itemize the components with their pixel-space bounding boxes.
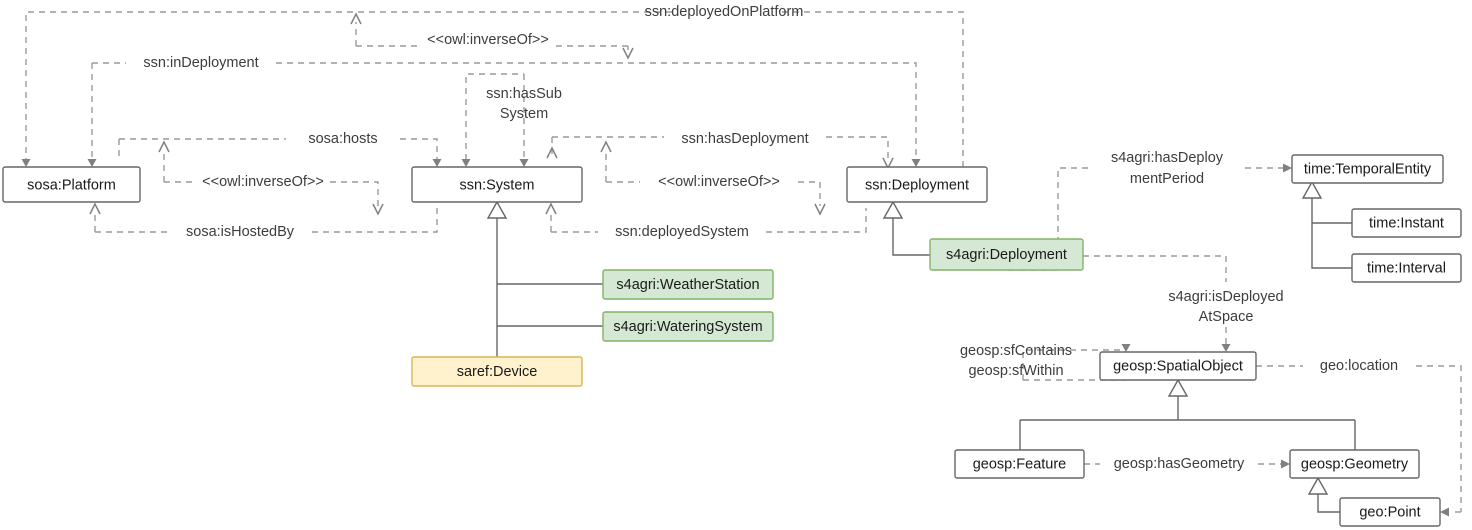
generalization-geometry-point [1307,476,1340,513]
node-geo-point[interactable]: geo:Point [1339,497,1441,527]
node-time-instant[interactable]: time:Instant [1351,208,1462,238]
edge-owl-inverseOf-top [350,12,634,60]
node-label-sosa-platform: sosa:Platform [27,177,116,193]
edge-geosp-sfContains-sfWithin [1022,344,1131,381]
edge-owl-inverseOf-left [158,140,384,216]
edge-s4agri-isDeployedAtSpace [1083,255,1231,352]
edge-owl-inverseOf-right [600,140,826,216]
edge-label-geosp-sfwithin: geosp:sfWithin [968,363,1063,379]
node-geosp-geometry[interactable]: geosp:Geometry [1289,449,1420,479]
edge-label-geosp-sfcontains: geosp:sfContains [960,343,1072,359]
edge-label-ssn-hasdeployment: ssn:hasDeployment [681,131,808,147]
edge-ssn-deployedSystem [545,202,867,233]
edge-label-geosp-hasgeometry: geosp:hasGeometry [1114,456,1245,472]
node-time-temporalentity[interactable]: time:TemporalEntity [1291,154,1444,184]
edge-label-owl-inverseof-right: <<owl:inverseOf>> [658,174,780,190]
node-s4agri-weatherstation[interactable]: s4agri:WeatherStation [602,269,774,300]
generalization-temporalentity [1301,180,1352,269]
edge-label-ssn-deployedonplatform: ssn:deployedOnPlatform [645,4,804,20]
edge-label-ssn-hassubsystem-line1: ssn:hasSub [486,86,562,102]
edge-label-s4agri-hasdeploymentperiod-line1: s4agri:hasDeploy [1111,150,1224,166]
node-label-saref-device: saref:Device [457,364,538,380]
edge-geo-location [1256,365,1462,517]
node-ssn-system[interactable]: ssn:System [411,166,583,203]
node-geosp-feature[interactable]: geosp:Feature [954,449,1085,479]
edge-sosa-hosts [118,138,442,167]
edge-sosa-isHostedBy [89,202,438,233]
node-s4agri-deployment[interactable]: s4agri:Deployment [929,238,1084,271]
node-label-geosp-feature: geosp:Feature [973,456,1067,472]
edge-label-s4agri-isdeployedatspace-line2: AtSpace [1199,309,1254,325]
node-saref-device[interactable]: saref:Device [411,356,583,387]
edge-label-ssn-deployedsystem: ssn:deployedSystem [615,224,749,240]
node-label-time-interval: time:Interval [1367,260,1446,276]
node-label-s4agri-deployment: s4agri:Deployment [946,247,1067,263]
edge-label-owl-inverseof-left: <<owl:inverseOf>> [202,174,324,190]
edge-ssn-deployedOnPlatform [21,11,964,167]
node-label-time-temporalentity: time:TemporalEntity [1304,161,1432,177]
node-time-interval[interactable]: time:Interval [1351,253,1462,283]
edge-geosp-hasGeometry [1084,459,1290,469]
node-s4agri-wateringsystem[interactable]: s4agri:WateringSystem [602,311,774,342]
generalization-system-device [486,200,603,371]
node-label-s4agri-weatherstation: s4agri:WeatherStation [616,277,759,293]
node-label-ssn-system: ssn:System [460,177,535,193]
edge-ssn-hasSubSystem [461,73,529,167]
edge-label-ssn-hassubsystem-line2: System [500,106,548,122]
node-label-geosp-spatialobject: geosp:SpatialObject [1113,358,1243,374]
node-label-time-instant: time:Instant [1369,215,1444,231]
edge-label-s4agri-isdeployedatspace-line1: s4agri:isDeployed [1168,289,1283,305]
edge-label-s4agri-hasdeploymentperiod-line2: mentPeriod [1130,171,1204,187]
node-sosa-platform[interactable]: sosa:Platform [2,166,141,203]
node-geosp-spatialobject[interactable]: geosp:SpatialObject [1099,351,1257,381]
edge-ssn-inDeployment [87,62,921,167]
edge-label-owl-inverseof-top: <<owl:inverseOf>> [427,32,549,48]
edge-label-sosa-hosts: sosa:hosts [308,131,377,147]
node-ssn-deployment[interactable]: ssn:Deployment [846,166,988,203]
generalization-ssn-deployment-s4agri [882,200,930,256]
edge-label-geo-location: geo:location [1320,358,1398,374]
edge-label-ssn-indeployment: ssn:inDeployment [143,55,258,71]
edge-label-sosa-ishostedby: sosa:isHostedBy [186,224,295,240]
node-label-ssn-deployment: ssn:Deployment [865,177,969,193]
node-label-geo-point: geo:Point [1359,504,1420,520]
node-label-s4agri-wateringsystem: s4agri:WateringSystem [613,319,762,335]
node-label-geosp-geometry: geosp:Geometry [1301,456,1409,472]
generalization-spatialobject [1019,378,1356,450]
